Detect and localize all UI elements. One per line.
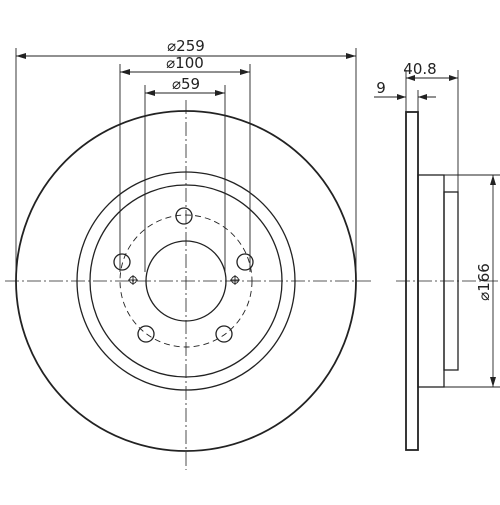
outer-rim-circle (15, 110, 357, 452)
hat-diameter-label: ⌀166 (475, 263, 493, 301)
dimension-outer-diameter: ⌀259 (15, 37, 357, 272)
side-mounting-face (443, 191, 459, 371)
locating-hole-right (230, 275, 240, 285)
hat-inner-circle (89, 184, 283, 378)
dimension-hat-diameter: ⌀166 (444, 174, 500, 388)
dimension-disc-thickness: 9 (374, 79, 436, 112)
bolt-circle-diameter-label: ⌀100 (166, 54, 204, 72)
disc-thickness-label: 9 (376, 79, 386, 97)
bolt-hole-bottom-right (215, 325, 233, 343)
dimension-bolt-circle-diameter: ⌀100 (119, 54, 251, 272)
bolt-hole-bottom-left (137, 325, 155, 343)
locating-hole-left (128, 275, 138, 285)
dimension-total-height: 40.8 (403, 60, 459, 192)
bolt-hole-top (175, 207, 193, 225)
dimension-center-bore-diameter: ⌀59 (144, 75, 226, 272)
center-bore-circle (145, 240, 227, 322)
bolt-circle (119, 214, 253, 348)
side-view (396, 111, 500, 451)
center-bore-diameter-label: ⌀59 (172, 75, 200, 93)
total-height-label: 40.8 (403, 60, 436, 78)
hat-outer-circle (76, 171, 296, 391)
bolt-hole-right (236, 253, 254, 271)
outer-diameter-label: ⌀259 (167, 37, 205, 55)
front-view (5, 100, 372, 470)
bolt-hole-left (113, 253, 131, 271)
